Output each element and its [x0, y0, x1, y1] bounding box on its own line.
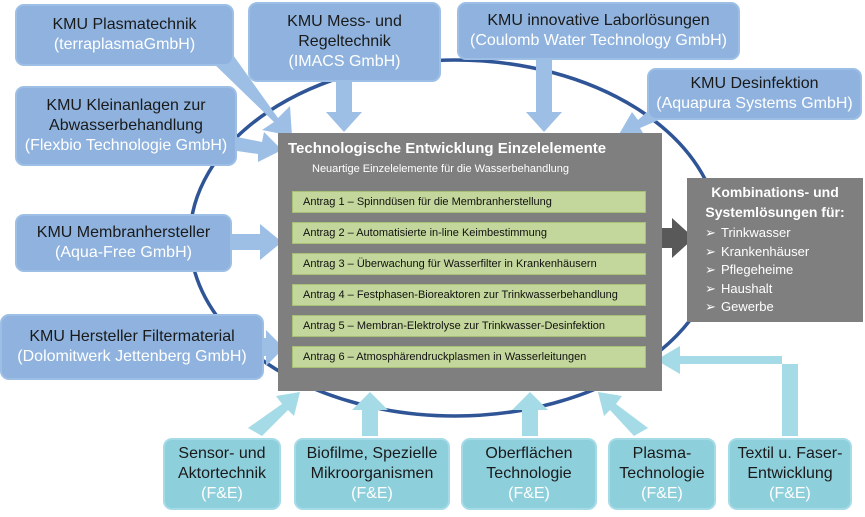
- fe-line1: Textil u. Faser-: [737, 445, 843, 462]
- kmu-company: (terraplasmaGmbH): [53, 36, 196, 53]
- arrow-biofilme: [352, 392, 388, 436]
- development-title: Technologische Entwicklung Einzelelement…: [288, 140, 607, 157]
- fe-box-oberflaechen: Oberflächen Technologie (F&E): [461, 438, 597, 510]
- fe-line1: Plasma-: [632, 445, 692, 462]
- kmu-company: (Coulomb Water Technology GmbH): [470, 32, 727, 49]
- arrow-plasma: [598, 392, 648, 436]
- kmu-box-mess: KMU Mess- und Regeltechnik (IMACS GmbH): [248, 2, 441, 82]
- arrow-mess: [326, 80, 362, 132]
- kmu-title: KMU Membranhersteller: [36, 224, 211, 241]
- arrow-output: [662, 218, 694, 258]
- fe-line1: Sensor- und: [178, 445, 266, 462]
- arrow-textil: [656, 346, 798, 436]
- antrag-item: Antrag 5 – Membran-Elektrolyse zur Trink…: [292, 315, 646, 337]
- solutions-title-line2: Systemlösungen für:: [705, 204, 845, 220]
- kmu-company: (Flexbio Technologie GmbH): [24, 137, 228, 154]
- solution-item: ➢Haushalt: [705, 280, 863, 299]
- bullet-arrow-icon: ➢: [705, 299, 716, 314]
- solution-item: ➢Trinkwasser: [705, 224, 863, 243]
- arrow-plasmatechnik: [210, 48, 292, 136]
- fe-tag: (F&E): [508, 485, 550, 502]
- arrow-oberflaechen: [512, 392, 548, 436]
- solution-item: ➢Pflegeheime: [705, 261, 863, 280]
- fe-line2: Aktortechnik: [177, 465, 267, 482]
- fe-line1: Biofilme, Spezielle: [306, 445, 438, 462]
- arrow-sensor: [248, 392, 300, 436]
- kmu-company: (Dolomitwerk Jettenberg GmbH): [17, 348, 247, 365]
- kmu-box-desinfektion: KMU Desinfektion (Aquapura Systems GmbH): [647, 68, 862, 120]
- kmu-title: KMU Mess- und Regeltechnik: [287, 13, 402, 50]
- antrag-item: Antrag 3 – Überwachung für Wasserfilter …: [292, 253, 646, 275]
- development-subtitle: Neuartige Einzelelemente für die Wasserb…: [312, 163, 570, 175]
- kmu-company: (IMACS GmbH): [288, 53, 401, 70]
- fe-line1: Oberflächen: [485, 445, 573, 462]
- arrow-labor: [526, 58, 562, 132]
- fe-line2: Technologie: [619, 465, 705, 482]
- arrow-kleinanlagen: [230, 132, 282, 162]
- antrag-item: Antrag 4 – Festphasen-Bioreaktoren zur T…: [292, 284, 646, 306]
- kmu-box-kleinanlagen: KMU Kleinanlagen zur Abwasserbehandlung …: [15, 86, 237, 166]
- kmu-box-filter: KMU Hersteller Filtermaterial (Dolomitwe…: [0, 314, 264, 380]
- fe-box-biofilme: Biofilme, Spezielle Mikroorganismen (F&E…: [294, 438, 450, 510]
- kmu-box-plasmatechnik: KMU Plasmatechnik (terraplasmaGmbH): [15, 4, 234, 66]
- kmu-box-membran: KMU Membranhersteller (Aqua-Free GmbH): [15, 214, 232, 272]
- arrow-membran: [230, 224, 282, 260]
- kmu-title: KMU Kleinanlagen zur Abwasserbehandlung: [46, 97, 206, 134]
- solution-item: ➢Krankenhäuser: [705, 243, 863, 262]
- antrag-item: Antrag 1 – Spinndüsen für die Membranher…: [292, 191, 646, 213]
- fe-line2: Entwicklung: [747, 465, 833, 482]
- fe-line2: Mikroorganismen: [310, 465, 434, 482]
- fe-box-textil: Textil u. Faser- Entwicklung (F&E): [728, 438, 852, 510]
- kmu-title: KMU Plasmatechnik: [52, 16, 197, 33]
- kmu-arrows: [210, 48, 668, 366]
- fe-tag: (F&E): [641, 485, 683, 502]
- fe-tag: (F&E): [201, 485, 243, 502]
- bullet-arrow-icon: ➢: [705, 262, 716, 277]
- antrag-item: Antrag 2 – Automatisierte in-line Keimbe…: [292, 222, 646, 244]
- kmu-title: KMU Desinfektion: [690, 75, 819, 92]
- solution-item: ➢Gewerbe: [705, 298, 863, 317]
- fe-line2: Technologie: [486, 465, 572, 482]
- bullet-arrow-icon: ➢: [705, 280, 716, 296]
- kmu-box-labor: KMU innovative Laborlösungen (Coulomb Wa…: [457, 2, 740, 60]
- fe-box-plasma: Plasma- Technologie (F&E): [608, 438, 716, 510]
- solutions-title-line1: Kombinations- und: [711, 184, 839, 200]
- development-block: Technologische Entwicklung Einzelelement…: [278, 133, 662, 391]
- fe-tag: (F&E): [351, 485, 393, 502]
- arrow-filter: [264, 330, 284, 366]
- kmu-company: (Aqua-Free GmbH): [55, 244, 192, 261]
- system-solutions-block: Kombinations- und Systemlösungen für: ➢T…: [687, 178, 863, 322]
- solutions-title: Kombinations- und Systemlösungen für:: [687, 182, 863, 222]
- kmu-company: (Aquapura Systems GmbH): [656, 95, 853, 112]
- solutions-list: ➢Trinkwasser ➢Krankenhäuser ➢Pflegeheime…: [687, 224, 863, 317]
- fe-box-sensor: Sensor- und Aktortechnik (F&E): [163, 438, 281, 510]
- antrag-item: Antrag 6 – Atmosphärendruckplasmen in Wa…: [292, 346, 646, 368]
- fe-tag: (F&E): [769, 485, 811, 502]
- bullet-arrow-icon: ➢: [705, 243, 716, 259]
- fe-arrows: [248, 346, 798, 436]
- kmu-title: KMU Hersteller Filtermaterial: [29, 328, 235, 345]
- kmu-title: KMU innovative Laborlösungen: [487, 12, 710, 29]
- bullet-arrow-icon: ➢: [705, 225, 716, 240]
